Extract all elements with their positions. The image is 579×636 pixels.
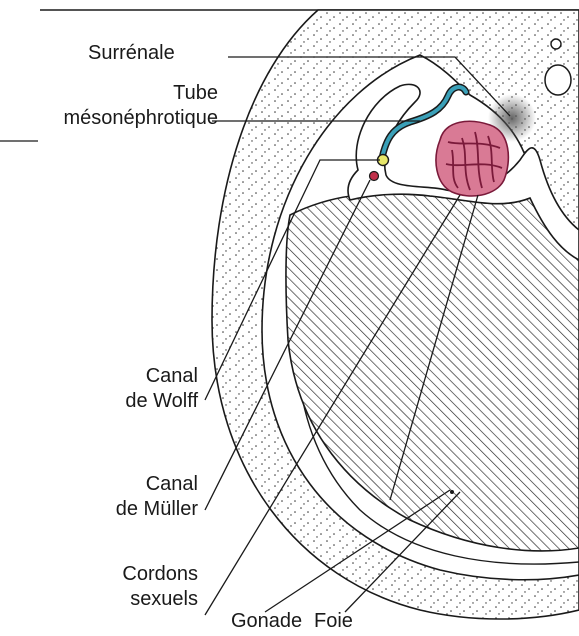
label-tube-line1: Tube <box>10 82 218 104</box>
label-muller-line1: Canal <box>60 473 198 495</box>
label-cordons-line1: Cordons <box>60 563 198 585</box>
label-muller-line2: de Müller <box>60 498 198 520</box>
label-cordons-line2: sexuels <box>60 588 198 610</box>
label-gonade: Gonade <box>231 610 302 632</box>
large-vessel <box>545 65 571 95</box>
label-foie: Foie <box>314 610 353 632</box>
label-canal-de-wolff: Canal de Wolff <box>60 365 198 412</box>
mullerian-duct <box>370 172 379 181</box>
label-tube-mesonephrotique: Tube mésonéphrotique <box>10 82 218 129</box>
label-canal-de-muller: Canal de Müller <box>60 473 198 520</box>
label-tube-line2: mésonéphrotique <box>10 107 218 129</box>
label-surrenale: Surrénale <box>88 42 175 64</box>
liver-marker <box>450 490 454 494</box>
small-vessel <box>551 39 561 49</box>
label-wolff-line2: de Wolff <box>60 390 198 412</box>
label-cordons-sexuels: Cordons sexuels <box>60 563 198 610</box>
gonad <box>436 121 508 196</box>
label-wolff-line1: Canal <box>60 365 198 387</box>
